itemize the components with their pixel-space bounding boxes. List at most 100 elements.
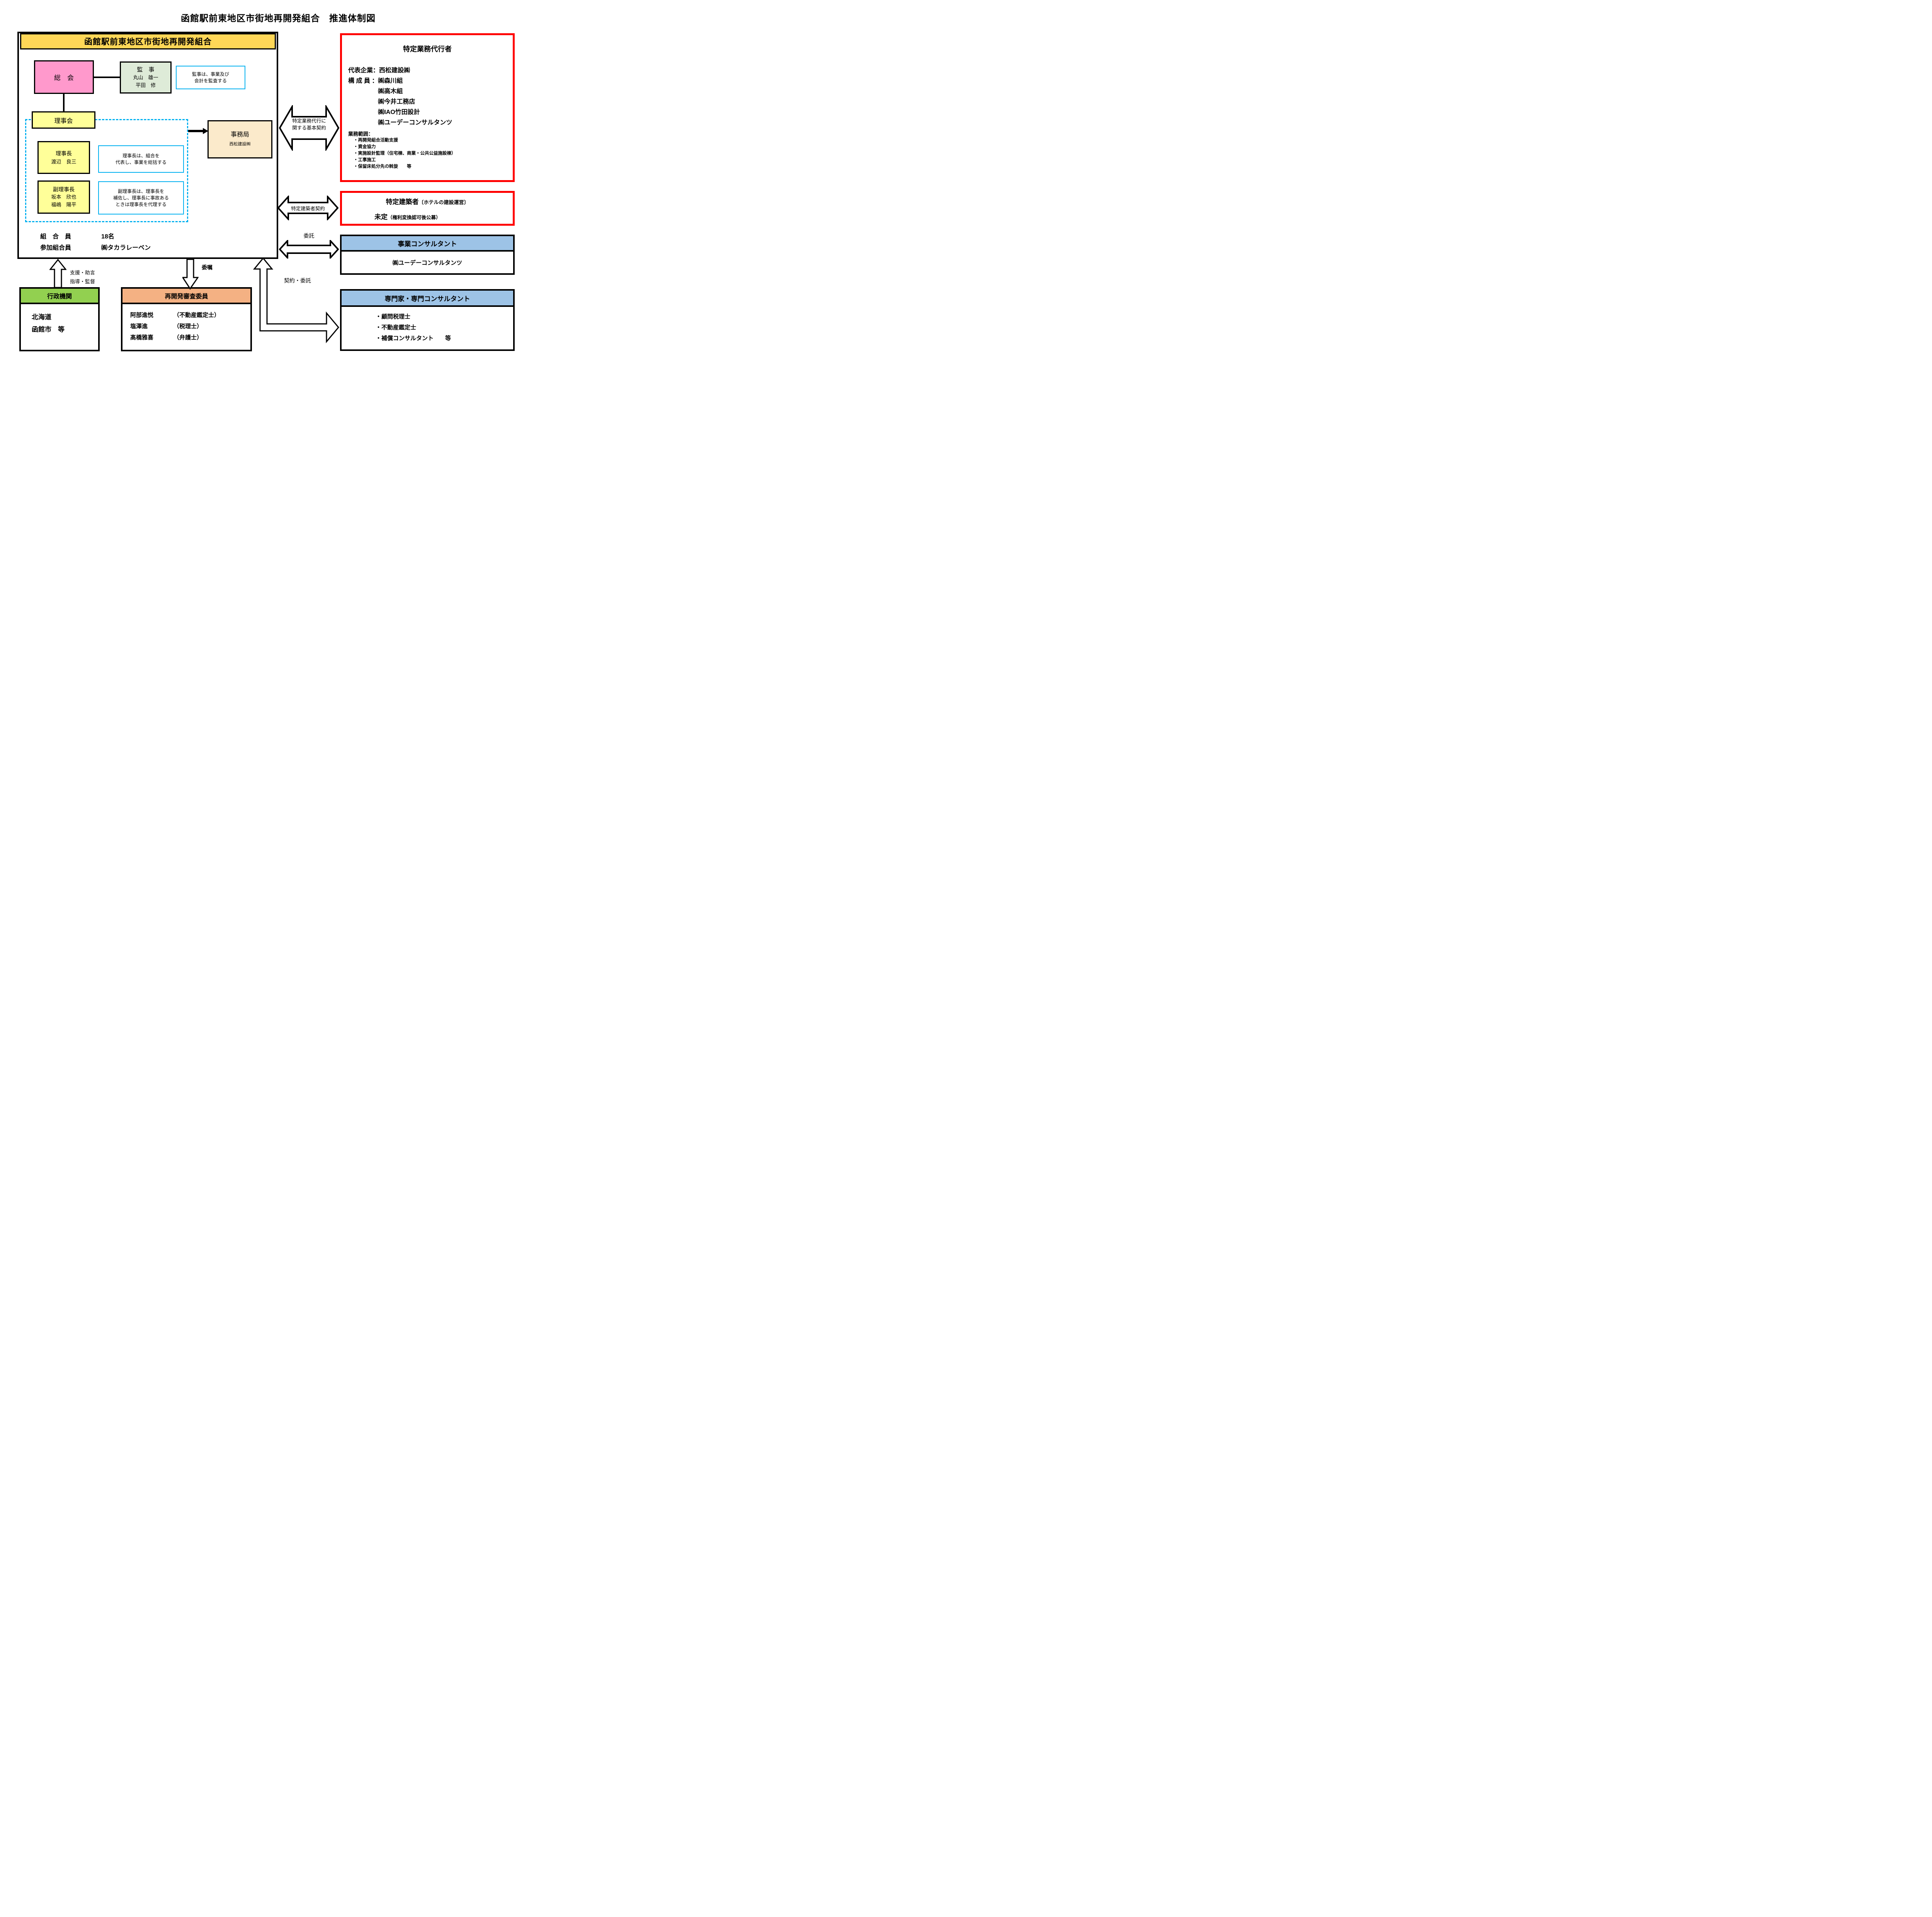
contract-entrust-arrow [253,257,339,344]
government-line: 北海道 [32,313,51,321]
agent-box: 特定業務代行者 代表企業： 西松建設㈱ 構 成 員 ： ㈱森川組 ㈱高木組 ㈱今… [340,33,515,182]
consultant-header: 事業コンサルタント [342,236,513,252]
agent-members-row: 構 成 員 ： ㈱森川組 ㈱高木組 ㈱今井工務店 ㈱IAO竹田設計 ㈱ユーデーコ… [348,76,513,128]
agent-scope-item: ・資金協力 [354,145,376,149]
board-box: 理事会 [32,111,95,129]
basic-contract-label-line: 関する基本契約 [292,125,326,131]
consultant-company: ㈱ユーデーコンサルタンツ [392,259,462,266]
committee-member-name: 髙橋雅喜 [130,334,154,341]
soukai-kanji-connector [94,77,120,78]
agent-scope-item: ・保留床処分先の斡旋 等 [354,164,412,169]
support-label-line: 指導・監督 [70,279,95,284]
experts-item: ・不動産鑑定士 [376,324,417,331]
board-dashed-frame [25,119,188,222]
agent-member: ㈱ユーデーコンサルタンツ [378,119,452,126]
committee-member-row: 髙橋雅喜 （弁護士） [130,332,250,343]
committee-member-role: （不動産鑑定士） [173,312,220,318]
committee-member-role: （弁護士） [173,334,203,341]
chairman-note: 理事長は、組合を 代表し、事業を総括する [98,145,184,173]
agent-rep-label: 代表企業： [348,67,379,74]
government-box: 行政機関 北海道 函館市 等 [19,287,100,351]
builder-title-row: 特定建築者〔ホテルの建設運営〕 [342,196,513,206]
secretariat-arrow [188,128,208,134]
consultant-box: 事業コンサルタント ㈱ユーデーコンサルタンツ [340,235,515,275]
vice-chairman-title: 副理事長 [53,186,75,192]
committee-header: 再開発審査委員 [122,289,250,304]
auditors-note-line: 監事は、事業及び [192,71,229,77]
association-header-label: 函館駅前東地区市街地再開発組合 [84,37,212,46]
agent-member: ㈱今井工務店 [378,99,415,105]
experts-box: 専門家・専門コンサルタント ・顧問税理士 ・不動産鑑定士 ・補償コンサルタント … [340,289,515,351]
membership-row: 参加組合員 ㈱タカラレーベン [40,242,151,254]
government-header: 行政機関 [21,289,98,304]
builder-status: 未定 [374,213,388,221]
contract-entrust-label: 契約・委託 [284,278,311,284]
general-meeting-label: 総 会 [54,74,74,82]
membership-value: ㈱タカラレーベン [101,245,151,251]
chairman-name: 渡辺 良三 [51,158,77,165]
experts-header-label: 専門家・専門コンサルタント [384,295,470,303]
experts-item: ・顧問税理士 [376,313,411,320]
agent-rep-value: 西松建設㈱ [379,67,410,74]
committee-member-role: （税理士） [173,323,203,330]
agent-scope-label: 業務範囲： [348,131,374,137]
committee-list: 阿部進悦 （不動産鑑定士） 塩澤進 （税理士） 髙橋雅喜 （弁護士） [122,304,250,343]
government-body: 北海道 函館市 等 [21,304,98,336]
secretariat-company: 西松建設㈱ [229,141,251,146]
vice-chairman-note-line: ときは理事長を代理する [115,201,167,207]
chairman-note-line: 理事長は、組合を [122,153,160,158]
vice-chairman-box: 副理事長 坂本 欣也 福嶋 陽平 [37,180,90,214]
page-title: 函館駅前東地区市街地再開発組合 推進体制図 [181,13,376,23]
commission-arrow [182,259,199,290]
agent-scope-item: ・再開発組合活動支援 [354,138,398,143]
agent-scope-list: ・再開発組合活動支援 ・資金協力 ・実施設計監理（住宅棟、商業・公共公益施設棟）… [348,137,513,170]
membership-label: 参加組合員 [40,245,71,251]
auditor-name: 丸山 雄一 [133,74,158,80]
support-label: 支援・助言 指導・監督 [70,268,95,286]
secretariat-box: 事務局 西松建設㈱ [207,120,272,158]
committee-header-label: 再開発審査委員 [165,293,208,300]
agent-scope-item: ・工事施工 [354,158,376,162]
vice-chairman-name: 福嶋 陽平 [51,202,77,208]
general-meeting-box: 総 会 [34,60,94,94]
agent-member: ㈱高木組 [378,88,403,95]
basic-contract-label-line: 特定業務代行に [292,118,326,124]
agent-scope-item: ・実施設計監理（住宅棟、商業・公共公益施設棟） [354,151,456,156]
chairman-title: 理事長 [56,150,72,157]
agent-members-list: ㈱森川組 ㈱高木組 ㈱今井工務店 ㈱IAO竹田設計 ㈱ユーデーコンサルタンツ [378,76,452,128]
membership-block: 組 合 員 18名 参加組合員 ㈱タカラレーベン [40,231,151,254]
consultant-header-label: 事業コンサルタント [398,240,457,248]
commission-label: 委嘱 [202,264,213,271]
committee-member-name: 塩澤進 [130,323,148,330]
agent-title: 特定業務代行者 [403,45,452,53]
experts-item: ・補償コンサルタント 等 [376,335,451,342]
agent-rep-row: 代表企業： 西松建設㈱ [348,65,513,76]
vice-chairman-name: 坂本 欣也 [51,194,77,200]
membership-row: 組 合 員 18名 [40,231,151,242]
membership-label: 組 合 員 [40,233,71,240]
builder-title-note: 〔ホテルの建設運営〕 [418,199,469,205]
entrust-arrow [279,240,339,259]
vice-chairman-note-line: 補佐し、理事長に事故ある [113,195,169,201]
basic-contract-label: 特定業務代行に 関する基本契約 [279,117,339,131]
builder-status-row: 未定（権利変換認可後公募） [342,211,513,221]
agent-member: ㈱IAO竹田設計 [378,109,420,116]
committee-box: 再開発審査委員 阿部進悦 （不動産鑑定士） 塩澤進 （税理士） 髙橋雅喜 （弁護… [121,287,252,351]
basic-contract-arrow [279,105,339,151]
builder-contract-label: 特定建築者契約 [291,206,325,211]
entrust-label: 委託 [303,233,315,239]
chairman-note-line: 代表し、事業を総括する [115,159,167,165]
government-line: 函館市 等 [32,326,65,333]
committee-member-row: 塩澤進 （税理士） [130,321,250,332]
association-header: 函館駅前東地区市街地再開発組合 [20,33,276,49]
builder-box: 特定建築者〔ホテルの建設運営〕 未定（権利変換認可後公募） [340,191,515,226]
experts-header: 専門家・専門コンサルタント [342,291,513,307]
auditors-note: 監事は、事業及び 会計を監査する [176,66,245,89]
agent-members-label: 構 成 員 ： [348,78,378,84]
chairman-box: 理事長 渡辺 良三 [37,141,90,174]
diagram-canvas: 函館駅前東地区市街地再開発組合 推進体制図 函館駅前東地区市街地再開発組合 総 … [0,0,542,383]
auditors-title: 監 事 [137,66,155,73]
auditors-box: 監 事 丸山 雄一 平田 修 [120,61,172,94]
auditors-note-line: 会計を監査する [194,78,227,83]
builder-title: 特定建築者 [386,198,419,206]
